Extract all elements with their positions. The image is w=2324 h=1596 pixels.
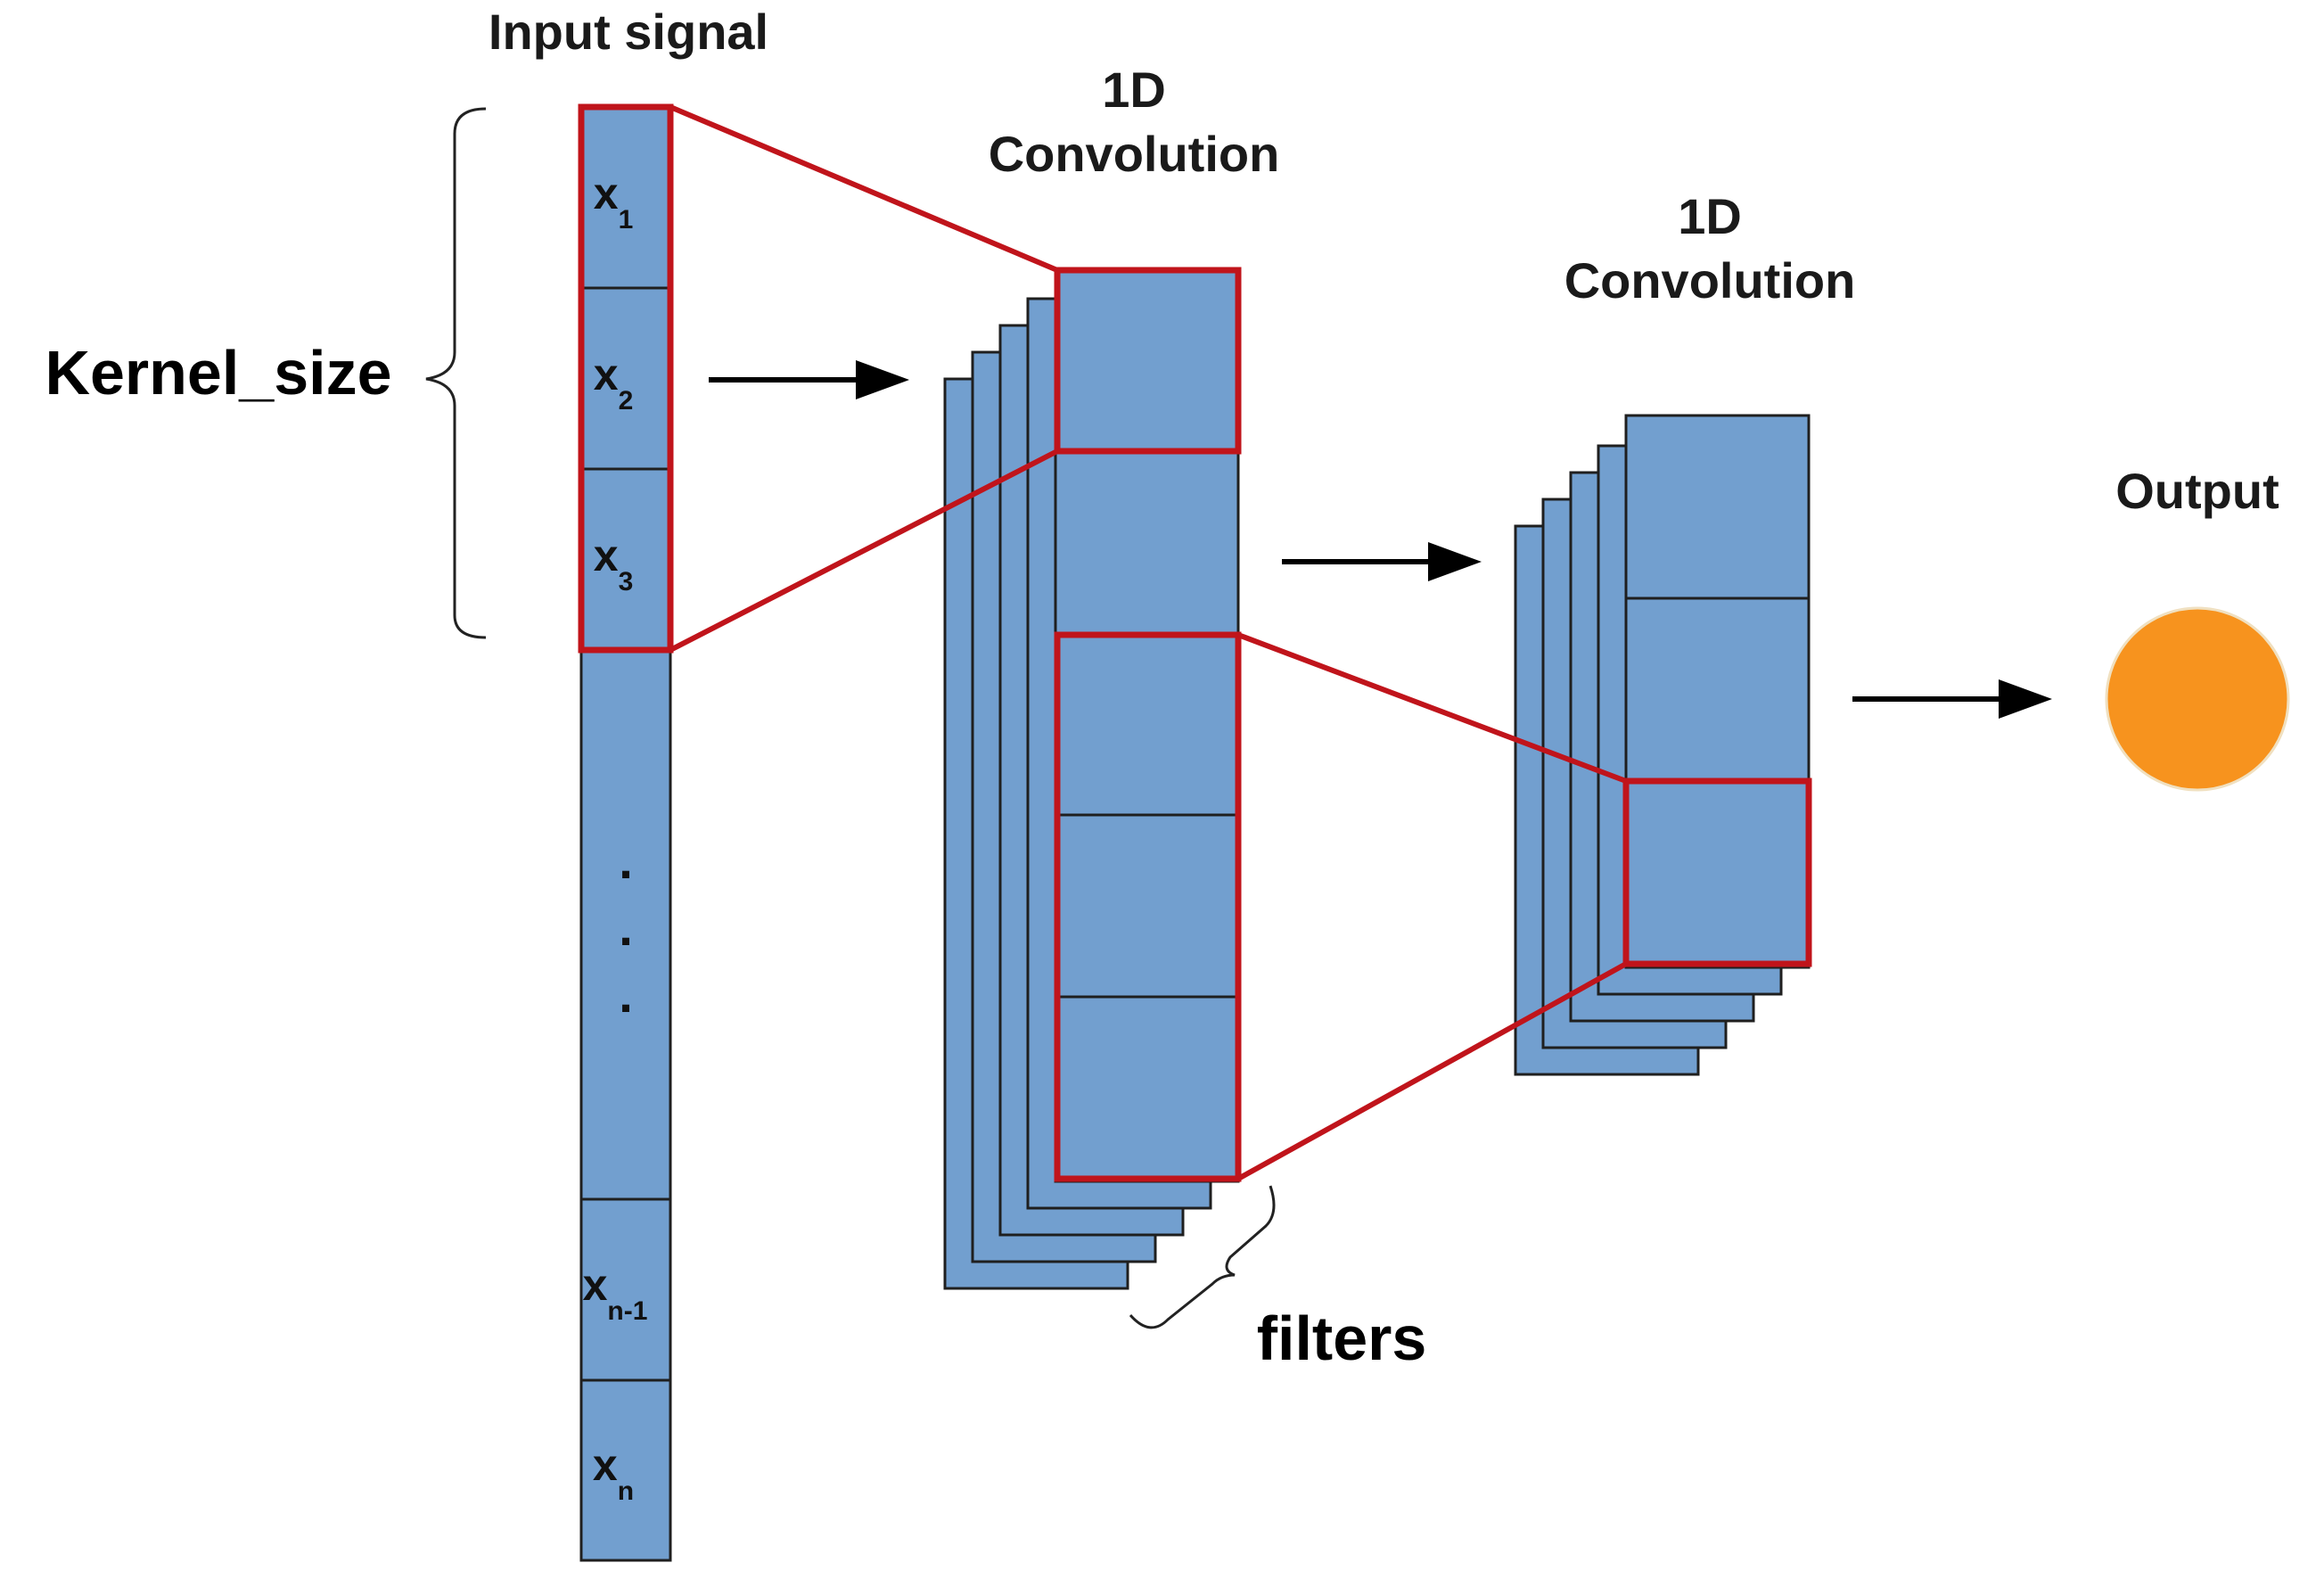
conv2-output-highlight — [1622, 777, 1812, 967]
input-cell-xn: xn — [593, 1440, 634, 1506]
input-cell-x3: x3 — [594, 531, 634, 596]
ellipsis-dot: . — [619, 900, 633, 956]
input-signal-label: Input signal — [489, 4, 768, 60]
output-node — [2105, 606, 2290, 792]
input-signal-column — [579, 105, 672, 1562]
conv1-output-highlight — [1054, 267, 1242, 455]
projection-line — [669, 104, 1059, 273]
input-kernel-highlight — [578, 103, 674, 654]
conv1-filter-stack — [943, 268, 1240, 1290]
arrow-conv2-to-output — [1852, 679, 2052, 719]
conv1-label-line2: Convolution — [989, 126, 1280, 182]
kernel-size-brace — [425, 107, 487, 639]
conv2-label-line2: Convolution — [1564, 252, 1856, 309]
input-cell-xn-1: xn-1 — [583, 1260, 648, 1326]
ellipsis-dot: . — [619, 967, 633, 1023]
ellipsis-dot: . — [619, 833, 633, 889]
conv2-label-line1: 1D — [1678, 188, 1742, 244]
conv1-label-line1: 1D — [1102, 62, 1166, 118]
kernel-size-label: Kernel_size — [45, 338, 391, 407]
filters-brace — [1129, 1185, 1276, 1329]
projection-line — [669, 448, 1059, 653]
arrow-conv1-to-conv2 — [1282, 542, 1482, 581]
projection-line — [1236, 632, 1628, 784]
projection-line — [1236, 961, 1628, 1181]
input-cell-x1: x1 — [594, 169, 634, 234]
conv2-filter-stack — [1514, 414, 1811, 1076]
output-label: Output — [2115, 463, 2279, 519]
filters-label: filters — [1257, 1304, 1427, 1373]
input-cell-x2: x2 — [594, 350, 634, 415]
conv1-kernel-highlight — [1054, 631, 1242, 1182]
arrow-input-to-conv1 — [709, 360, 909, 399]
